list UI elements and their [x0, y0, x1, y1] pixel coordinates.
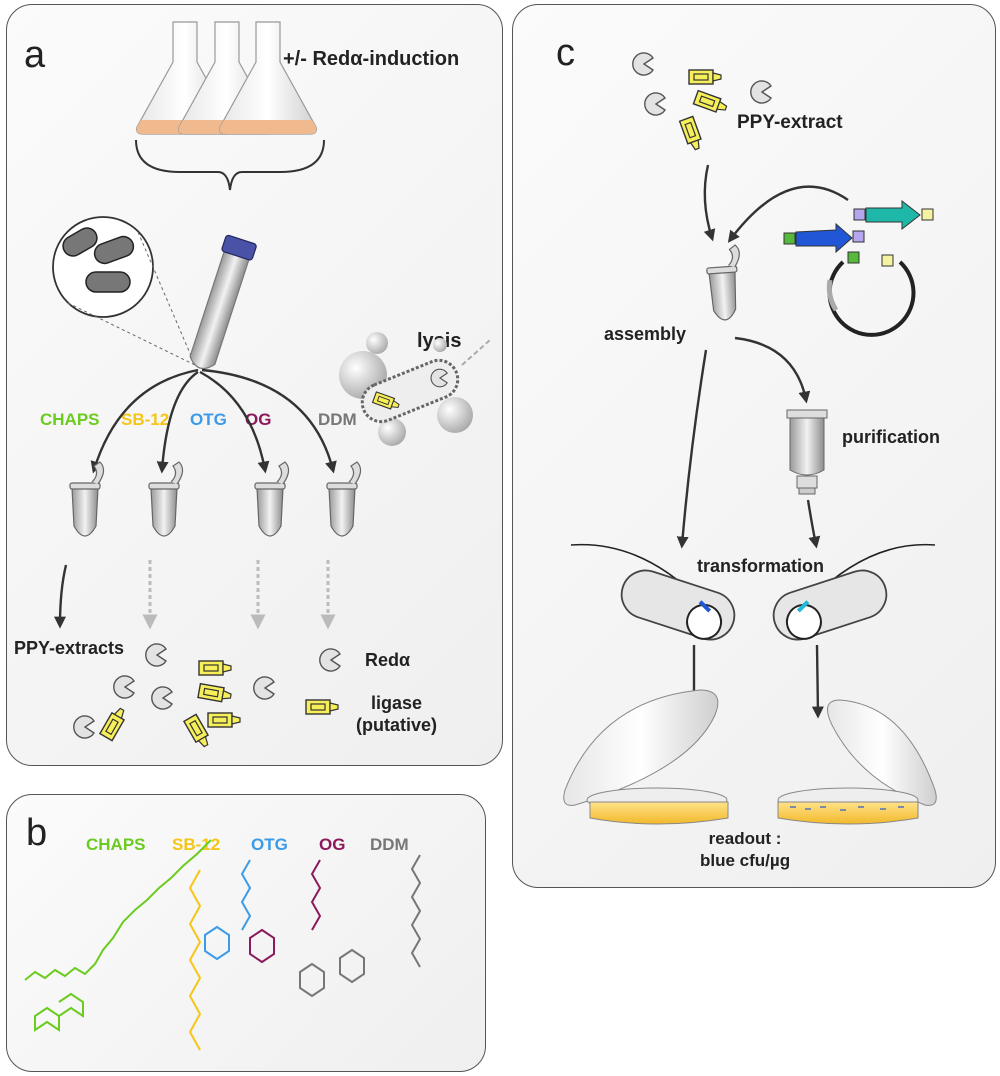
ddm-chain — [410, 854, 422, 968]
panel-c — [512, 4, 996, 888]
ppy-extract-label: PPY-extract — [737, 112, 843, 133]
reda-label: Redα — [365, 650, 411, 670]
petri-dish-left — [563, 689, 729, 825]
structures — [24, 839, 422, 1051]
induction-label: +/- Redα-induction — [283, 48, 460, 70]
panel-a-label: a — [24, 34, 46, 76]
panel-c-label: c — [556, 32, 575, 74]
arrow-purified-transform — [806, 499, 821, 549]
assembly-label: assembly — [604, 324, 687, 344]
flask-3 — [219, 21, 317, 135]
structure-label-sb12: SB-12 — [172, 835, 221, 854]
otg-ring — [204, 925, 230, 961]
panel-b-label: b — [26, 812, 48, 854]
arrow-sb12 — [156, 371, 199, 474]
petri-dish-right — [777, 699, 937, 825]
brace — [135, 139, 325, 191]
detergent-chaps: CHAPS — [40, 410, 100, 429]
detergent-ddm: DDM — [318, 410, 357, 429]
arrow-extract-to-assembly — [703, 164, 716, 242]
lysis-illustration — [339, 332, 491, 446]
arrow-to-extracts — [54, 564, 68, 629]
detergent-og: OG — [245, 410, 272, 429]
detergent-sb12: SB-12 — [121, 410, 170, 429]
otg-chain — [240, 859, 252, 931]
arrow-dna-to-assembly — [727, 185, 849, 243]
sb12-structure — [188, 869, 202, 1051]
ligase-label: ligase (putative) — [356, 693, 437, 735]
arrow-to-plate-right — [811, 644, 824, 719]
dna-parts — [783, 199, 934, 337]
arrow-to-purification — [734, 336, 811, 404]
bacteria-zoom-circle — [52, 216, 196, 366]
chaps-rings — [34, 992, 84, 1032]
arrow-direct-transform — [676, 349, 708, 549]
chaps-structure — [24, 839, 212, 981]
arrow-og — [199, 370, 270, 474]
structure-label-ddm: DDM — [370, 835, 409, 854]
structure-label-og: OG — [319, 835, 346, 854]
arrow-chaps — [90, 368, 199, 474]
culture-tube — [189, 234, 257, 370]
detergent-otg: OTG — [190, 410, 227, 429]
plasmid — [827, 260, 916, 337]
panel-b — [6, 794, 486, 1072]
og-chain — [310, 859, 322, 931]
arrow-ddm — [201, 368, 337, 474]
ddm-rings — [299, 948, 365, 998]
structure-label-otg: OTG — [251, 835, 288, 854]
flask-group — [135, 21, 325, 191]
structure-label-chaps: CHAPS — [86, 835, 146, 854]
ppy-extracts-label: PPY-extracts — [14, 638, 125, 658]
transformation-label: transformation — [697, 556, 825, 576]
purification-label: purification — [842, 427, 940, 447]
purification-column — [786, 409, 828, 495]
cell-left — [620, 569, 736, 641]
og-ring — [249, 928, 275, 964]
readout-label: readout : blue cfu/µg — [700, 829, 791, 870]
cell-right — [772, 569, 888, 641]
